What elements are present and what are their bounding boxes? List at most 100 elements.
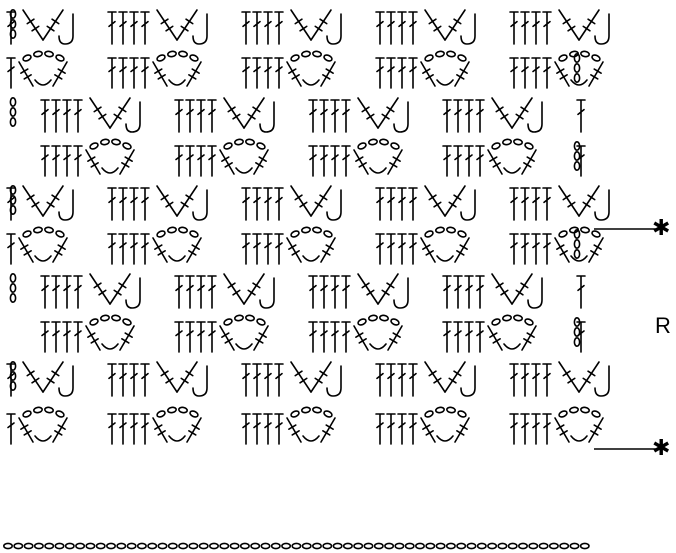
chain-stitch — [223, 142, 233, 150]
chain-stitch — [10, 294, 15, 302]
chain-stitch — [301, 227, 310, 233]
arch-base-stitch — [169, 436, 185, 441]
chain-stitch — [301, 407, 310, 413]
dc-stitch — [63, 100, 71, 132]
chain-stitch — [357, 318, 367, 326]
chain-stitch — [446, 51, 455, 57]
chain-stitch — [33, 407, 42, 413]
chain-stitch — [580, 51, 589, 57]
dc-stitch — [543, 188, 551, 220]
treble-stitch — [445, 362, 465, 392]
chain-stitch — [390, 318, 400, 326]
dc-stitch — [409, 364, 417, 396]
dc-stitch — [130, 364, 138, 396]
arch-base-stitch — [504, 168, 520, 173]
treble-stitch — [220, 326, 234, 350]
chain-stitch — [156, 410, 166, 418]
chain-stitch — [189, 543, 197, 548]
decrease-stitch — [59, 190, 73, 220]
dc-stitch — [41, 146, 49, 176]
dc-stitch — [74, 322, 82, 352]
dc-stitch — [309, 276, 317, 308]
treble-stitch — [455, 418, 469, 442]
chain-stitch — [234, 139, 243, 145]
treble-stitch — [321, 62, 335, 86]
chain-stitch — [33, 227, 42, 233]
chain-stitch — [100, 315, 109, 321]
treble-stitch — [358, 274, 378, 304]
dc-stitch — [264, 364, 272, 396]
decrease-stitch — [260, 278, 274, 308]
chain-stitch — [550, 543, 558, 548]
dc-stitch — [454, 276, 462, 308]
arch-base-stitch — [35, 256, 51, 261]
chain-stitch — [45, 543, 53, 548]
repeat-label: R — [655, 313, 671, 339]
treble-stitch — [579, 186, 599, 216]
treble-stitch — [555, 62, 569, 86]
dc-stitch — [208, 146, 216, 176]
treble-stitch — [187, 62, 201, 86]
dc-stitch — [264, 58, 272, 88]
dc-stitch — [253, 234, 261, 264]
dc-stitch — [208, 276, 216, 308]
chain-stitch — [424, 54, 434, 62]
dc-stitch — [510, 364, 518, 396]
treble-stitch — [157, 186, 177, 216]
chain-stitch — [591, 410, 601, 418]
dc-stitch — [342, 276, 350, 308]
arch-base-stitch — [35, 436, 51, 441]
dc-stitch — [242, 188, 250, 220]
chain-stitch — [230, 543, 238, 548]
chain-stitch — [558, 230, 568, 238]
dc-stitch — [320, 322, 328, 352]
chain-stitch — [200, 543, 208, 548]
treble-stitch — [19, 62, 33, 86]
chain-stitch — [44, 51, 53, 57]
chain-stitch — [569, 407, 578, 413]
dc-stitch — [331, 100, 339, 132]
decrease-stitch — [193, 366, 207, 396]
treble-stitch — [321, 418, 335, 442]
chain-stitch — [513, 315, 522, 321]
treble-stitch — [445, 186, 465, 216]
chain-stitch — [66, 543, 74, 548]
chain-stitch — [529, 543, 537, 548]
decrease-stitch — [193, 14, 207, 44]
dc-stitch — [532, 188, 540, 220]
chain-stitch — [189, 410, 199, 418]
treble-stitch — [378, 274, 398, 304]
chain-stitch — [179, 543, 187, 548]
dc-stitch — [130, 58, 138, 88]
treble-stitch — [86, 326, 100, 350]
treble-stitch — [254, 150, 268, 174]
treble-stitch — [425, 186, 445, 216]
decrease-stitch — [193, 190, 207, 220]
chain-stitch — [76, 543, 84, 548]
dc-stitch — [264, 234, 272, 264]
chain-stitch — [55, 410, 65, 418]
dc-stitch — [41, 322, 49, 352]
treble-stitch — [110, 98, 130, 128]
decrease-stitch — [126, 278, 140, 308]
chain-stitch — [312, 407, 321, 413]
dc-stitch — [387, 364, 395, 396]
arch-base-stitch — [437, 256, 453, 261]
treble-stitch — [220, 150, 234, 174]
chain-stitch — [245, 315, 254, 321]
dc-stitch — [119, 188, 127, 220]
chain-stitch — [189, 230, 199, 238]
chain-stitch — [435, 407, 444, 413]
dc-stitch — [253, 188, 261, 220]
dc-stitch — [521, 188, 529, 220]
chain-stitch — [303, 543, 311, 548]
dc-stitch — [532, 58, 540, 88]
chain-stitch — [574, 74, 579, 82]
chain-stitch — [519, 543, 527, 548]
dc-stitch — [532, 414, 540, 444]
treble-stitch — [488, 326, 502, 350]
chain-stitch — [323, 410, 333, 418]
treble-stitch — [224, 98, 244, 128]
dc-stitch — [119, 58, 127, 88]
chain-stitch — [323, 543, 331, 548]
